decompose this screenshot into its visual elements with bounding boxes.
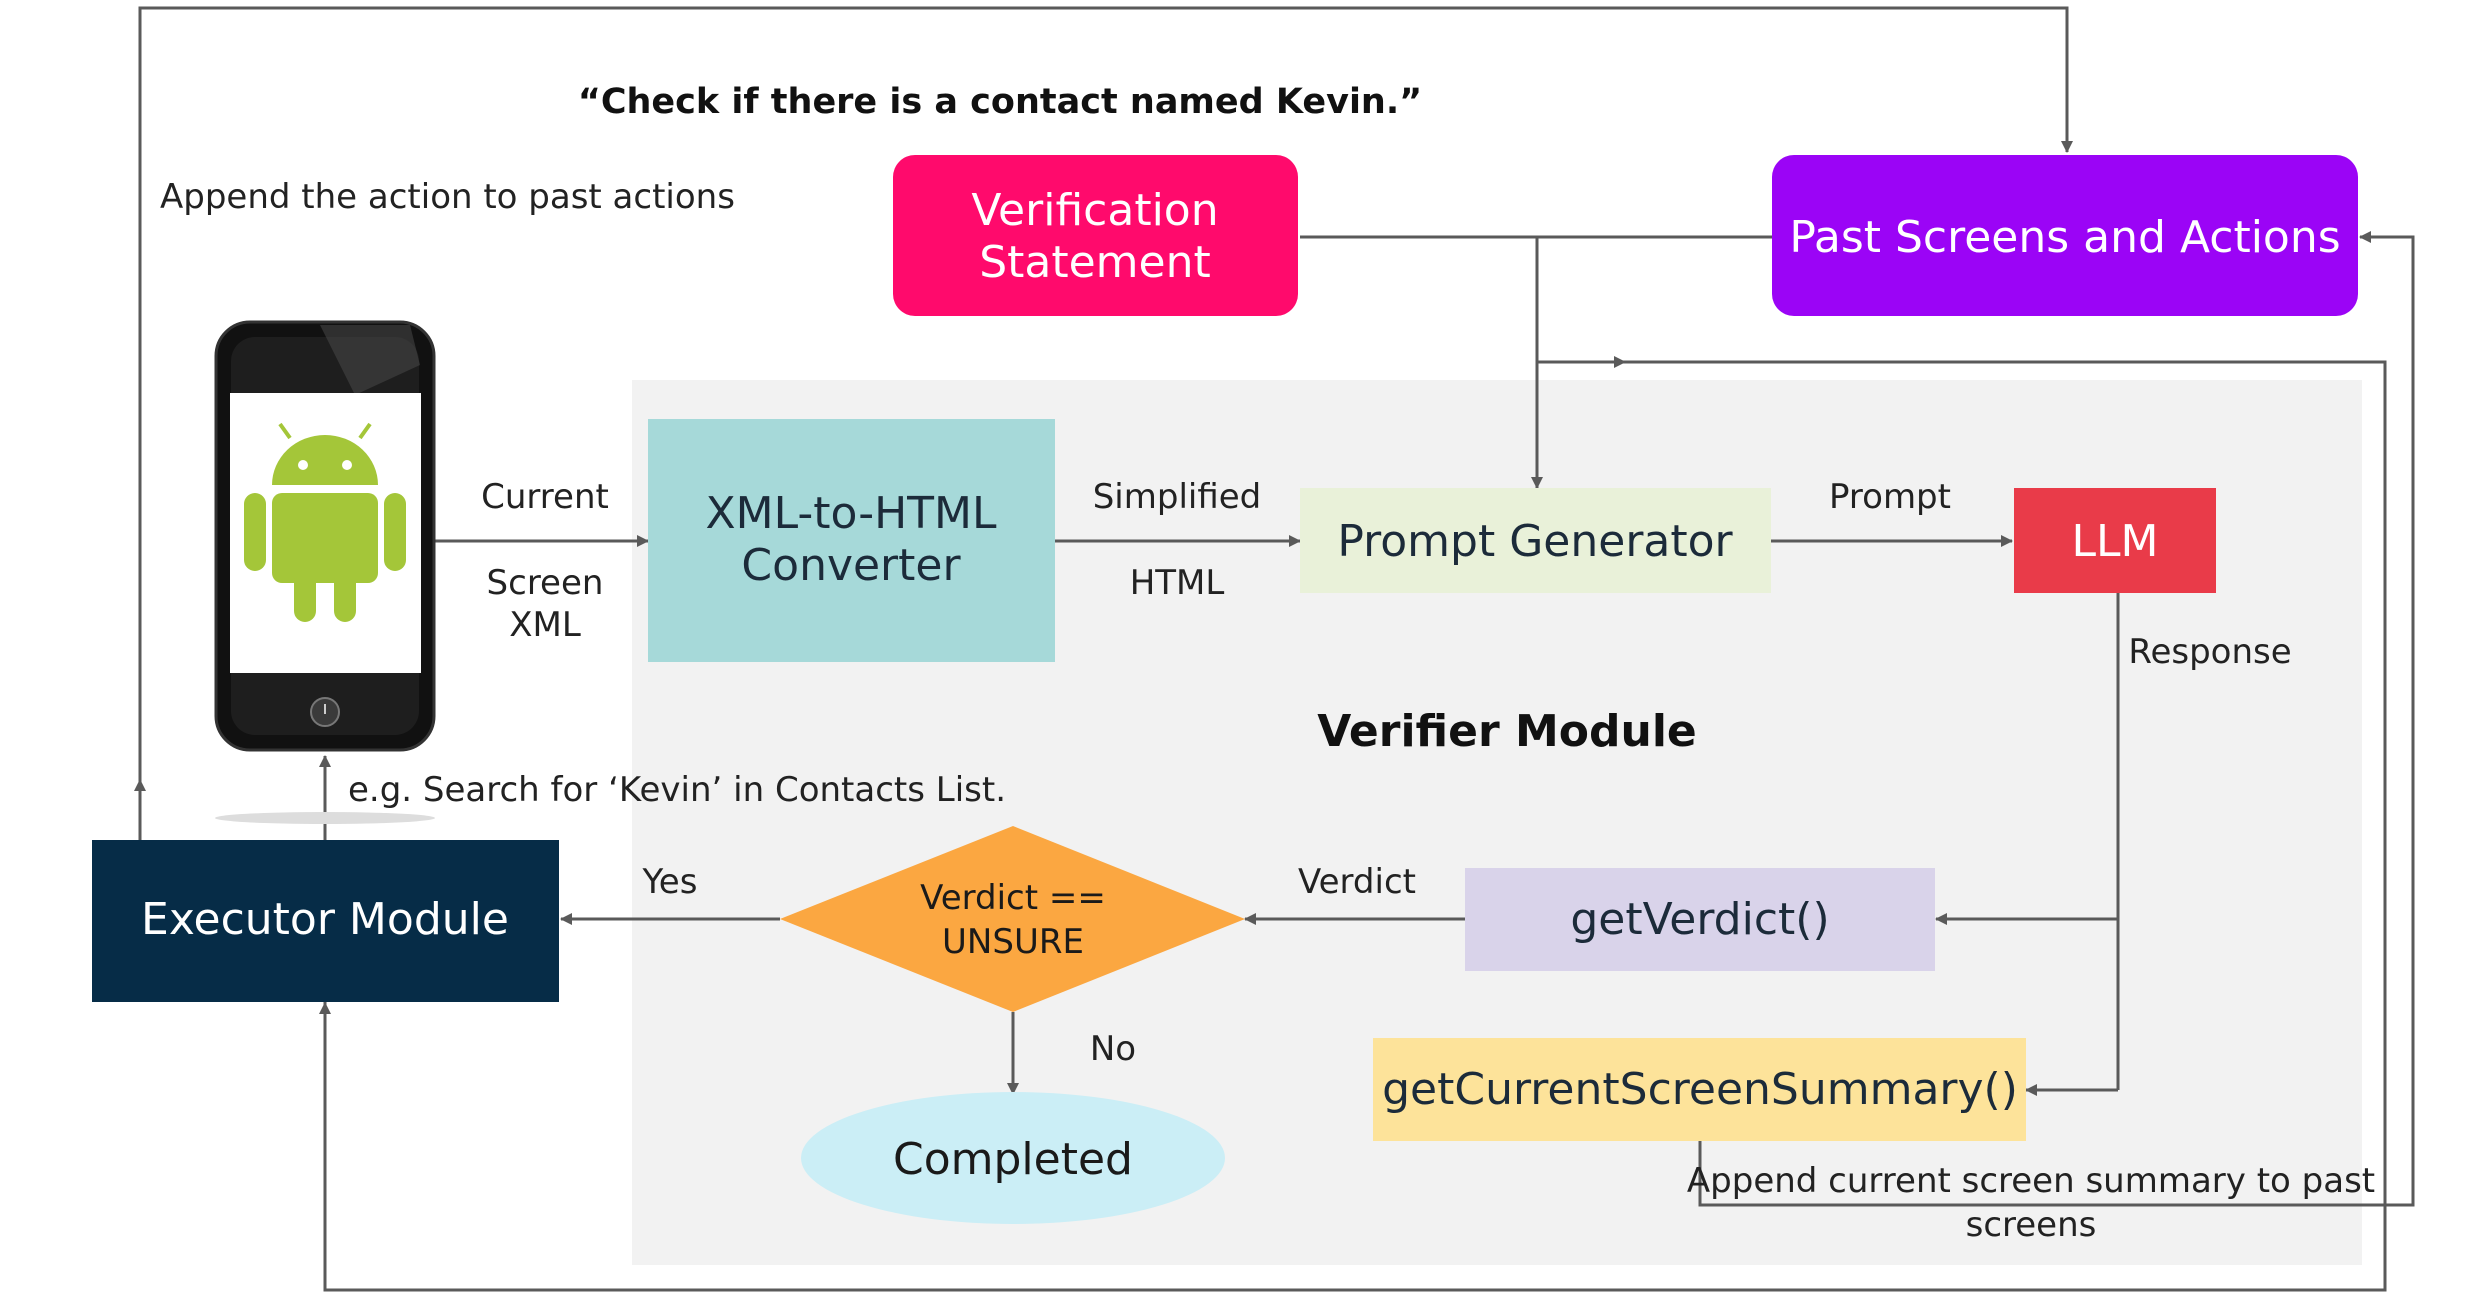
verdict-label: Verdict	[1298, 862, 1416, 902]
prompt-generator-label: Prompt Generator	[1337, 516, 1733, 567]
past-screens-label: Past Screens and Actions	[1789, 212, 2340, 263]
no-label: No	[1090, 1029, 1136, 1069]
android-phone	[214, 320, 436, 752]
completed-label: Completed	[893, 1134, 1133, 1185]
xml-label: XML	[509, 605, 581, 645]
phone-shadow	[215, 812, 435, 824]
xml-to-html-converter-box	[648, 419, 1055, 662]
example-action-label: e.g. Search for ‘Kevin’ in Contacts List…	[348, 770, 1006, 810]
append-action-label: Append the action to past actions	[160, 177, 735, 217]
append-summary-line1: Append current screen summary to past	[1687, 1161, 2375, 1201]
append-summary-line2: screens	[1966, 1205, 2097, 1245]
past-screens-box	[1772, 155, 2358, 316]
current-label: Current	[481, 477, 609, 517]
llm-label: LLM	[2072, 516, 2159, 567]
get-verdict-label: getVerdict()	[1570, 894, 1829, 945]
get-summary-box	[1373, 1038, 2026, 1141]
response-label: Response	[2128, 632, 2291, 672]
connectors	[134, 6, 2415, 1292]
simplified-label: Simplified	[1093, 477, 1262, 517]
decision-line2: UNSURE	[942, 922, 1084, 962]
verification-statement-line2: Statement	[979, 237, 1211, 288]
get-summary-label: getCurrentScreenSummary()	[1382, 1064, 2018, 1115]
prompt-label: Prompt	[1829, 477, 1951, 517]
android-logo-icon	[244, 422, 406, 622]
verification-statement-line1: Verification	[971, 185, 1218, 236]
verification-statement-box	[893, 155, 1298, 316]
executor-module-box	[92, 840, 559, 1002]
get-verdict-box	[1465, 868, 1935, 971]
html-label: HTML	[1130, 563, 1225, 603]
converter-line1: XML-to-HTML	[705, 488, 997, 539]
executor-module-label: Executor Module	[141, 894, 509, 945]
decision-line1: Verdict ==	[920, 878, 1106, 918]
llm-box	[2014, 488, 2216, 593]
yes-label: Yes	[642, 862, 698, 902]
prompt-generator-box	[1300, 488, 1771, 593]
converter-line2: Converter	[741, 540, 961, 591]
verdict-decision-diamond	[780, 826, 1245, 1012]
completed-terminal	[801, 1092, 1225, 1224]
screen-label: Screen	[487, 563, 604, 603]
verifier-module-title: Verifier Module	[1317, 706, 1697, 757]
query-text: “Check if there is a contact named Kevin…	[578, 82, 1422, 122]
